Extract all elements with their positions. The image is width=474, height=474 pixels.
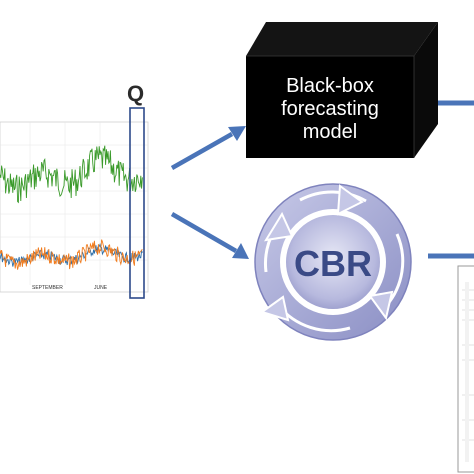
green-series-line (0, 145, 143, 204)
cube-front-face (246, 56, 414, 158)
query-window-label: Q (127, 81, 144, 106)
blackbox-label-line-1: Black-box (286, 75, 374, 97)
cube-side-face (414, 22, 438, 158)
query-window-highlight (129, 107, 145, 299)
cbr-inner-disc (280, 209, 386, 315)
time-series-chart: SEPTEMBER JUNE Q (0, 81, 149, 299)
cube-top-face (246, 22, 438, 56)
x-tick-label-june: JUNE (94, 285, 108, 291)
arrow-to-blackbox (170, 126, 246, 170)
orange-series-line (0, 239, 143, 270)
blackbox-model-cube: Black-box forecasting model (246, 22, 438, 158)
x-tick-label-september: SEPTEMBER (32, 285, 63, 291)
blackbox-label-line-2: forecasting (281, 98, 379, 120)
cycle-arrowheads-icon (259, 184, 394, 322)
output-document-thumbnail (457, 265, 474, 473)
cbr-label: CBR (294, 243, 372, 284)
blackbox-label-line-3: model (303, 121, 357, 143)
arrow-to-cbr (170, 212, 249, 259)
cbr-cycle: CBR (254, 183, 412, 341)
